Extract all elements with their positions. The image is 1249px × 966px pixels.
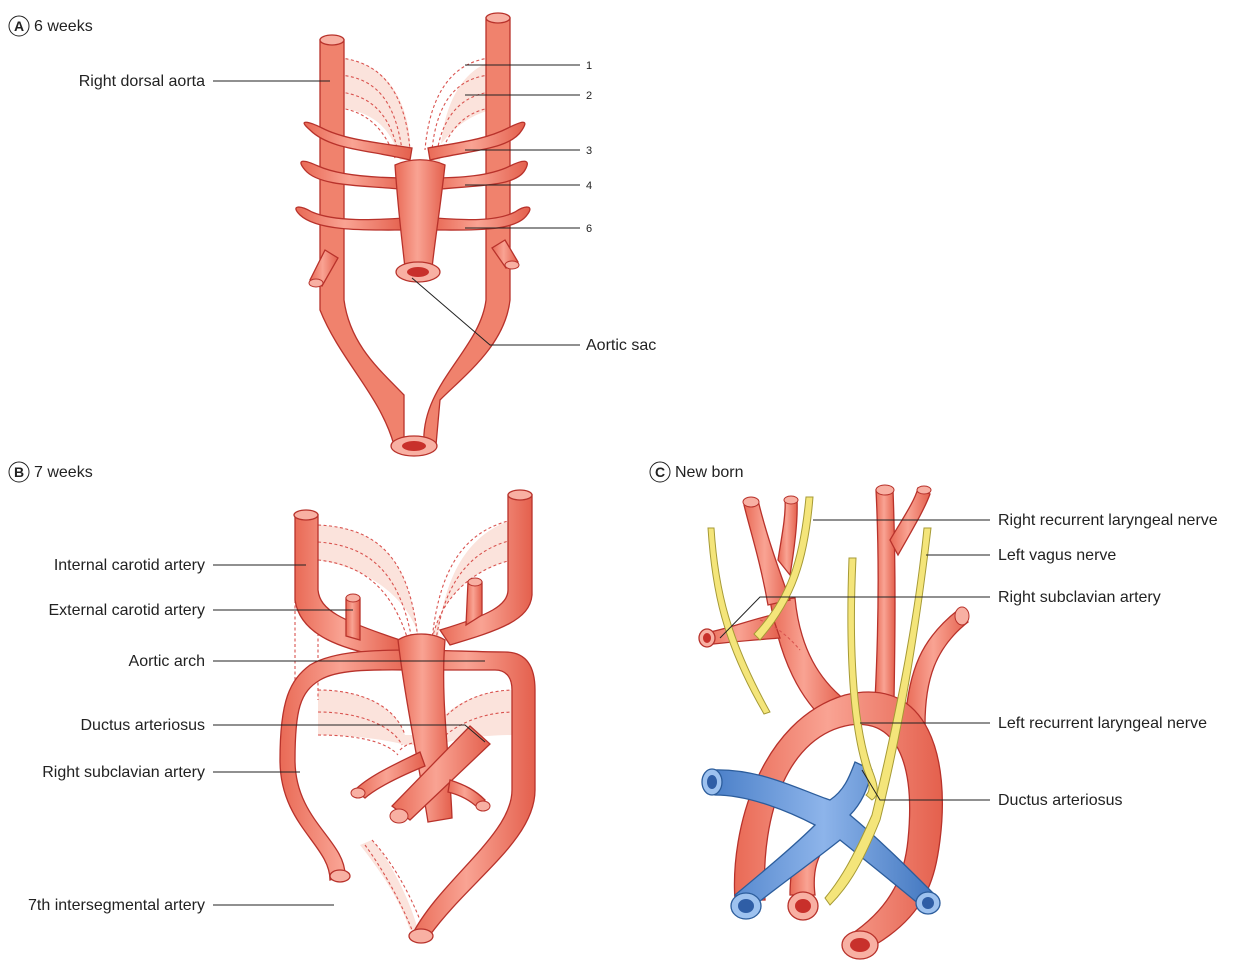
panel-c: C New born — [650, 462, 1218, 959]
aortic-sac-lumen — [407, 267, 429, 277]
panel-b-badge: B — [9, 462, 29, 482]
panel-a-badge: A — [9, 16, 29, 36]
right-intersegmental-a-end — [309, 279, 323, 287]
label-ductus-c: Ductus arteriosus — [998, 792, 1123, 809]
left-subclavian-c-end — [955, 607, 969, 625]
right-internal-carotid-end — [294, 510, 318, 520]
label-arch-1: 1 — [586, 60, 592, 72]
left-pulmonary-artery-c-lumen — [922, 897, 934, 909]
right-dorsal-aorta-end — [320, 35, 344, 45]
label-right-subclavian-b: Right subclavian artery — [42, 764, 205, 781]
left-external-carotid-end — [468, 578, 482, 586]
right-carotid-branch-c-end — [784, 496, 798, 504]
left-dorsal-aorta-end — [486, 13, 510, 23]
panel-c-badge: C — [650, 462, 670, 482]
label-left-recurrent: Left recurrent laryngeal nerve — [998, 715, 1207, 732]
left-common-carotid-c — [875, 490, 895, 700]
label-arch-2: 2 — [586, 90, 592, 102]
left-carotid-branch-c-end — [917, 486, 931, 494]
label-right-dorsal-aorta: Right dorsal aorta — [79, 73, 205, 90]
arch-4-right — [301, 161, 410, 190]
panel-a-title: 6 weeks — [34, 18, 93, 35]
label-aortic-sac: Aortic sac — [586, 337, 656, 354]
right-external-carotid — [346, 598, 360, 640]
aorta-root-c-lumen — [795, 899, 811, 913]
arch-6-left — [435, 207, 530, 230]
descending-aorta-lumen — [402, 441, 426, 451]
descending-aorta-c-lumen — [850, 938, 870, 952]
label-seventh-intersegmental: 7th intersegmental artery — [28, 897, 205, 914]
label-internal-carotid: Internal carotid artery — [54, 557, 205, 574]
aortic-sac-trunk — [395, 160, 445, 268]
panel-c-title: New born — [675, 464, 743, 481]
label-left-vagus: Left vagus nerve — [998, 547, 1116, 564]
panel-c-letter: C — [655, 464, 665, 480]
panel-b-letter: B — [14, 464, 24, 480]
label-right-subclavian-c: Right subclavian artery — [998, 589, 1161, 606]
panel-b: B 7 weeks — [9, 462, 535, 943]
left-pulmonary-artery-b-end — [476, 801, 490, 811]
regressed-dorsal-segment-b — [360, 840, 418, 930]
label-ductus-b: Ductus arteriosus — [81, 717, 206, 734]
arch-6-right — [296, 207, 405, 230]
label-external-carotid: External carotid artery — [48, 602, 205, 619]
pulmonary-trunk-end-b — [390, 809, 408, 823]
panel-a: A 6 weeks — [9, 13, 656, 456]
right-common-carotid-c-end — [743, 497, 759, 507]
seventh-intersegmental-end — [330, 870, 350, 882]
label-right-recurrent: Right recurrent laryngeal nerve — [998, 512, 1218, 529]
left-common-carotid-c-end — [876, 485, 894, 495]
pulmonary-trunk-c-lumen — [738, 899, 754, 913]
right-pulmonary-artery-b-end — [351, 788, 365, 798]
left-recurrent-laryngeal-nerve-c — [848, 558, 877, 800]
label-arch-3: 3 — [586, 145, 592, 157]
right-external-carotid-end — [346, 594, 360, 602]
left-internal-carotid-end — [508, 490, 532, 500]
label-arch-4: 4 — [586, 180, 592, 192]
panel-a-letter: A — [14, 18, 24, 34]
left-intersegmental-a-end — [505, 261, 519, 269]
label-arch-6: 6 — [586, 223, 592, 235]
panel-b-title: 7 weeks — [34, 464, 93, 481]
right-subclavian-c-lumen — [703, 633, 711, 643]
right-pulmonary-artery-c-lumen — [707, 775, 717, 789]
descending-aorta-b-end — [409, 929, 433, 943]
label-aortic-arch: Aortic arch — [129, 653, 205, 670]
